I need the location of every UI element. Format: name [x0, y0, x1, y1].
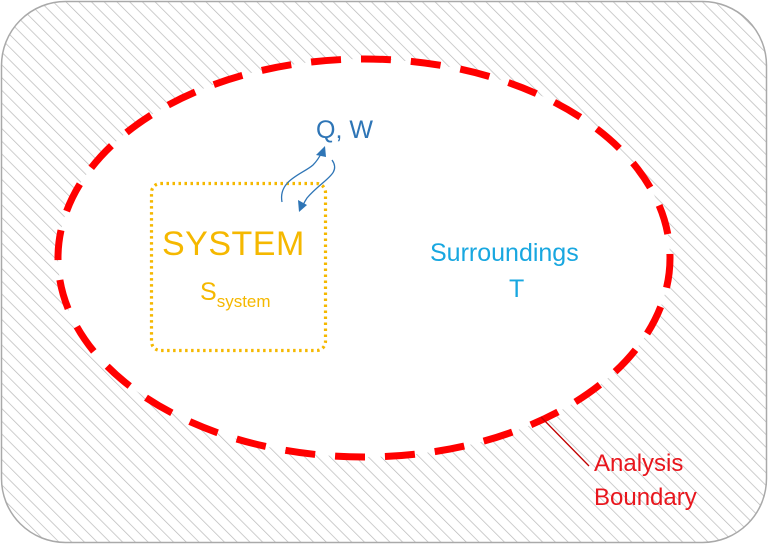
system-title: SYSTEM: [162, 227, 305, 261]
system-boundary: [149, 181, 328, 353]
boundary-label-line1: Analysis: [594, 450, 684, 477]
curved-arrow-up-right-icon: [281, 146, 326, 203]
heat-work-arrows: [281, 146, 336, 212]
surroundings-temperature-symbol: T: [509, 277, 524, 302]
analysis-boundary: [54, 55, 674, 461]
analysis-boundary-label: Analysis Boundary: [594, 447, 697, 515]
heat-work-label: Q, W: [316, 118, 373, 143]
boundary-label-line2: Boundary: [594, 484, 697, 511]
boundary-interior: [58, 59, 670, 457]
system-title-text: SYSTEM: [162, 225, 305, 263]
curved-arrow-down-left-icon: [298, 159, 336, 212]
entropy-subscript: system: [216, 292, 271, 311]
boundary-leader-line: [540, 416, 590, 467]
surroundings-text: Surroundings: [430, 239, 579, 267]
temperature-symbol: T: [509, 275, 525, 303]
system-entropy-symbol: Ssystem: [200, 278, 271, 311]
entropy-symbol: S: [200, 278, 217, 306]
surroundings-label: Surroundings: [430, 241, 579, 266]
heat-work-text: Q, W: [316, 116, 373, 144]
